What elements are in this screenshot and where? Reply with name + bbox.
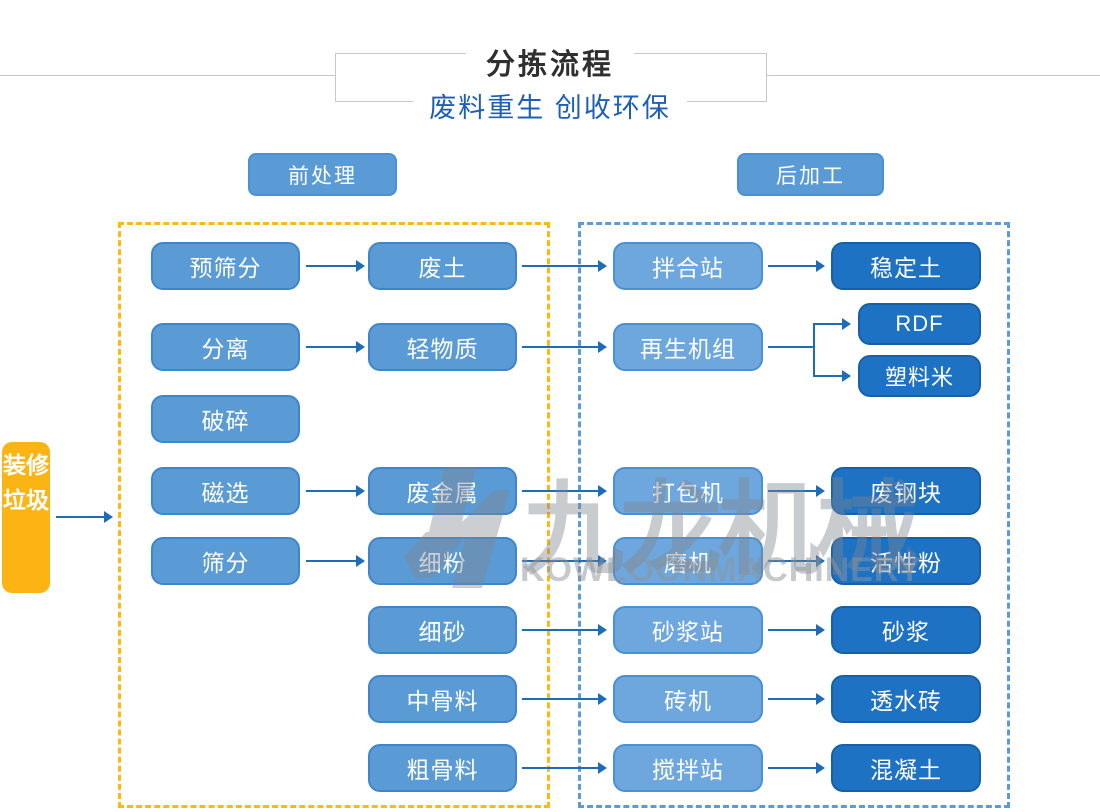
arrow-finepowder-to-mill: [522, 555, 607, 567]
arrow-source-to-pre: [56, 511, 113, 523]
node-mill: 磨机: [613, 537, 763, 585]
branch-stem-regenunit: [768, 346, 815, 348]
node-crushing: 破碎: [151, 395, 300, 443]
node-light-material: 轻物质: [368, 323, 517, 371]
arrow-prescreening-to-wastesoil: [306, 260, 365, 272]
section-label-post-processing: 后加工: [737, 153, 884, 196]
post-processing-container: [578, 222, 1010, 808]
node-screening: 筛分: [151, 537, 300, 585]
arrow-wastemetal-to-baler: [522, 485, 607, 497]
node-brick-machine: 砖机: [613, 675, 763, 723]
arrow-regenunit-to-plasticpellets: [814, 370, 851, 382]
page-subtitle-text: 废料重生 创收环保: [413, 93, 687, 123]
arrow-finesand-to-mortarstation: [522, 624, 607, 636]
branch-vertical-regenunit: [813, 323, 815, 377]
node-rdf: RDF: [858, 303, 981, 345]
node-stabilized-soil: 稳定土: [831, 242, 981, 290]
node-active-powder: 活性粉: [831, 537, 981, 585]
arrow-baler-to-steelblock: [768, 485, 825, 497]
arrow-concretestation-to-concrete: [768, 762, 825, 774]
arrow-separation-to-lightmaterial: [306, 341, 365, 353]
node-scrap-steel-block: 废钢块: [831, 467, 981, 515]
arrow-screening-to-finepowder: [306, 555, 365, 567]
node-magnetic-separation: 磁选: [151, 467, 300, 515]
node-pre-screening: 预筛分: [151, 242, 300, 290]
section-label-pre-processing: 前处理: [248, 153, 397, 196]
node-medium-aggregate: 中骨料: [368, 675, 517, 723]
node-plastic-pellets: 塑料米: [858, 355, 981, 397]
node-waste-metal: 废金属: [368, 467, 517, 515]
arrow-magnetic-to-wastemetal: [306, 485, 365, 497]
node-separation: 分离: [151, 323, 300, 371]
page-subtitle: 废料重生 创收环保: [0, 86, 1100, 125]
node-concrete-mixing-station: 搅拌站: [613, 744, 763, 792]
arrow-midaggregate-to-brickmachine: [522, 693, 607, 705]
arrow-lightmaterial-to-regenunit: [522, 341, 607, 353]
arrow-coarseaggregate-to-concretestation: [522, 762, 607, 774]
pre-processing-container: [118, 222, 550, 808]
arrow-brickmachine-to-permeablebrick: [768, 693, 825, 705]
page-title-text: 分拣流程: [465, 49, 634, 81]
node-fine-powder: 细粉: [368, 537, 517, 585]
node-fine-sand: 细砂: [368, 606, 517, 654]
node-waste-soil: 废土: [368, 242, 517, 290]
node-baler: 打包机: [613, 467, 763, 515]
arrow-mill-to-activepowder: [768, 555, 825, 567]
arrow-mortarstation-to-mortar: [768, 624, 825, 636]
node-concrete: 混凝土: [831, 744, 981, 792]
node-regeneration-unit: 再生机组: [613, 323, 763, 371]
arrow-mixingstation-to-stabilizedsoil: [768, 260, 825, 272]
arrow-regenunit-to-rdf: [814, 318, 851, 330]
node-mixing-station: 拌合站: [613, 242, 763, 290]
node-mortar-station: 砂浆站: [613, 606, 763, 654]
node-mortar: 砂浆: [831, 606, 981, 654]
source-box-renovation-waste: 装修垃圾: [2, 442, 50, 593]
arrow-wastesoil-to-mixingstation: [522, 260, 607, 272]
page-title: 分拣流程: [0, 41, 1100, 83]
node-permeable-brick: 透水砖: [831, 675, 981, 723]
node-coarse-aggregate: 粗骨料: [368, 744, 517, 792]
